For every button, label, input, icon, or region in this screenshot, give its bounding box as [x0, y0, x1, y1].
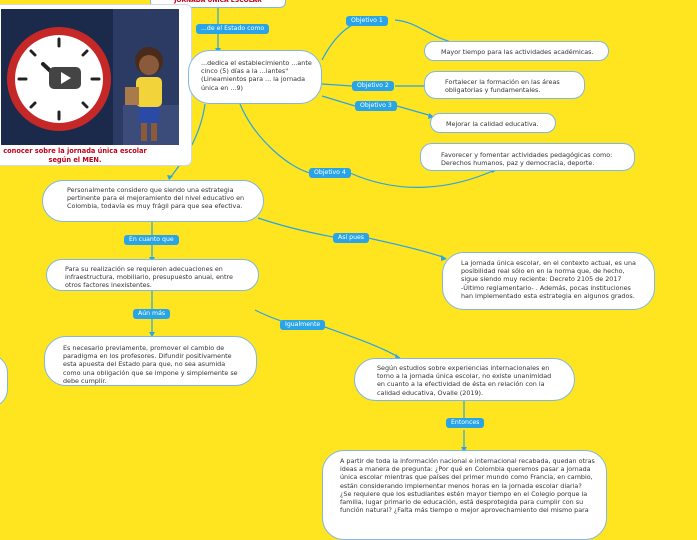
objetivo-4-node[interactable]: Favorecer y fomentar actividades pedagóg… — [420, 143, 635, 171]
label-objetivo-3[interactable]: Objetivo 3 — [355, 101, 397, 111]
opinion-text: Personalmente considero que siendo una e… — [67, 186, 245, 211]
objetivo-3-node[interactable]: Mejorar la calidad educativa. — [430, 113, 556, 133]
video-card[interactable]: conocer sobre la jornada única escolar s… — [0, 4, 192, 166]
objetivo-2-text: Fortalecer la formación en las áreas obl… — [445, 78, 560, 95]
objetivo-1-node[interactable]: Mayor tiempo para las actividades académ… — [424, 41, 609, 61]
experiencias-node[interactable]: Según estudios sobre experiencias intern… — [354, 358, 575, 401]
video-caption: conocer sobre la jornada única escolar s… — [3, 147, 147, 164]
conclusion-text: A partir de toda la información nacional… — [340, 457, 595, 515]
label-estado[interactable]: ...de el Estado como — [196, 24, 270, 34]
paradigma-text: Es necesario previamente, promover el ca… — [63, 344, 238, 385]
paradigma-node[interactable]: Es necesario previamente, promover el ca… — [44, 336, 257, 386]
play-icon[interactable] — [49, 67, 81, 89]
objetivo-2-node[interactable]: Fortalecer la formación en las áreas obl… — [424, 71, 585, 99]
label-aun-mas[interactable]: Aún más — [133, 309, 171, 319]
label-entonces[interactable]: Entonces — [446, 418, 485, 428]
reality-node[interactable]: La jornada única escolar, en el contexto… — [442, 252, 655, 310]
objetivo-1-text: Mayor tiempo para las actividades académ… — [441, 48, 594, 56]
realizacion-text: Para su realización se requieren adecuac… — [65, 265, 233, 290]
objetivo-4-text: Favorecer y fomentar actividades pedagóg… — [441, 151, 613, 168]
definition-node[interactable]: ...dedica el establecimiento ...ante cin… — [188, 50, 322, 104]
label-igualmente[interactable]: Igualmente — [280, 320, 326, 330]
video-thumbnail[interactable] — [1, 9, 179, 145]
label-objetivo-4[interactable]: Objetivo 4 — [309, 168, 351, 178]
experiencias-text: Según estudios sobre experiencias intern… — [377, 364, 552, 397]
student-figure — [125, 47, 163, 141]
opinion-node[interactable]: Personalmente considero que siendo una e… — [42, 180, 264, 222]
label-en-cuanto-que[interactable]: En cuanto que — [124, 235, 179, 245]
label-asi-pues[interactable]: Así pues — [333, 233, 370, 243]
definition-text: ...dedica el establecimiento ...ante cin… — [201, 59, 312, 92]
label-objetivo-2[interactable]: Objetivo 2 — [352, 81, 394, 91]
label-objetivo-1[interactable]: Objetivo 1 — [346, 16, 388, 26]
objetivo-3-text: Mejorar la calidad educativa. — [446, 120, 539, 128]
reality-text: La jornada única escolar, en el contexto… — [461, 259, 636, 300]
realizacion-node[interactable]: Para su realización se requieren adecuac… — [46, 259, 259, 291]
conclusion-node[interactable]: A partir de toda la información nacional… — [322, 450, 607, 540]
